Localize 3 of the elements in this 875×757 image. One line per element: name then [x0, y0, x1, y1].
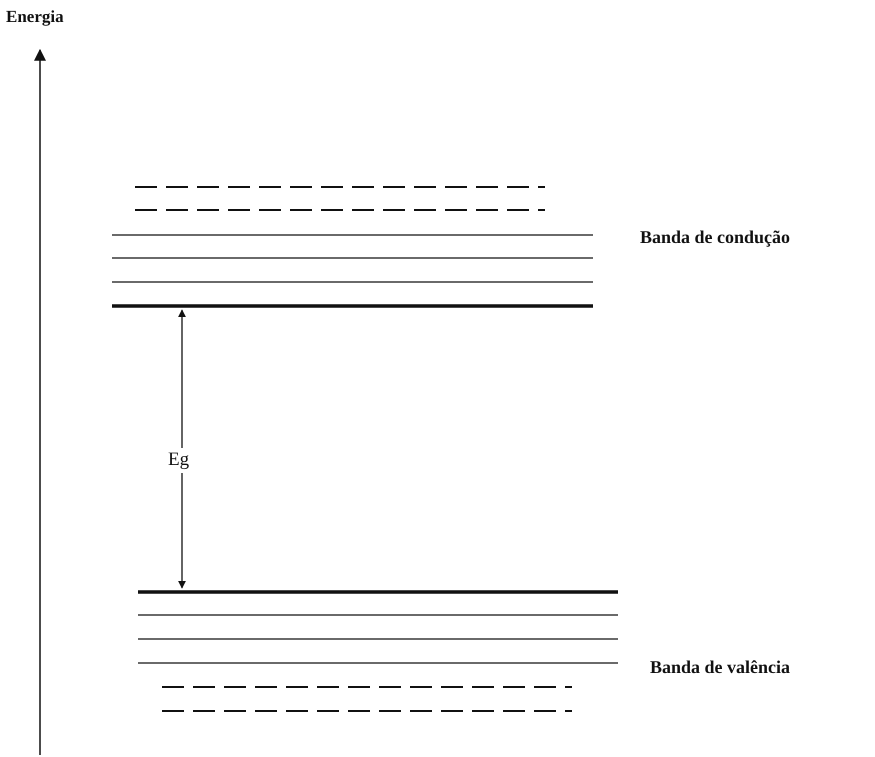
band-label: Banda de condução [640, 228, 790, 248]
axis-label: Energia [6, 8, 64, 27]
band-label: Banda de valência [650, 658, 790, 678]
